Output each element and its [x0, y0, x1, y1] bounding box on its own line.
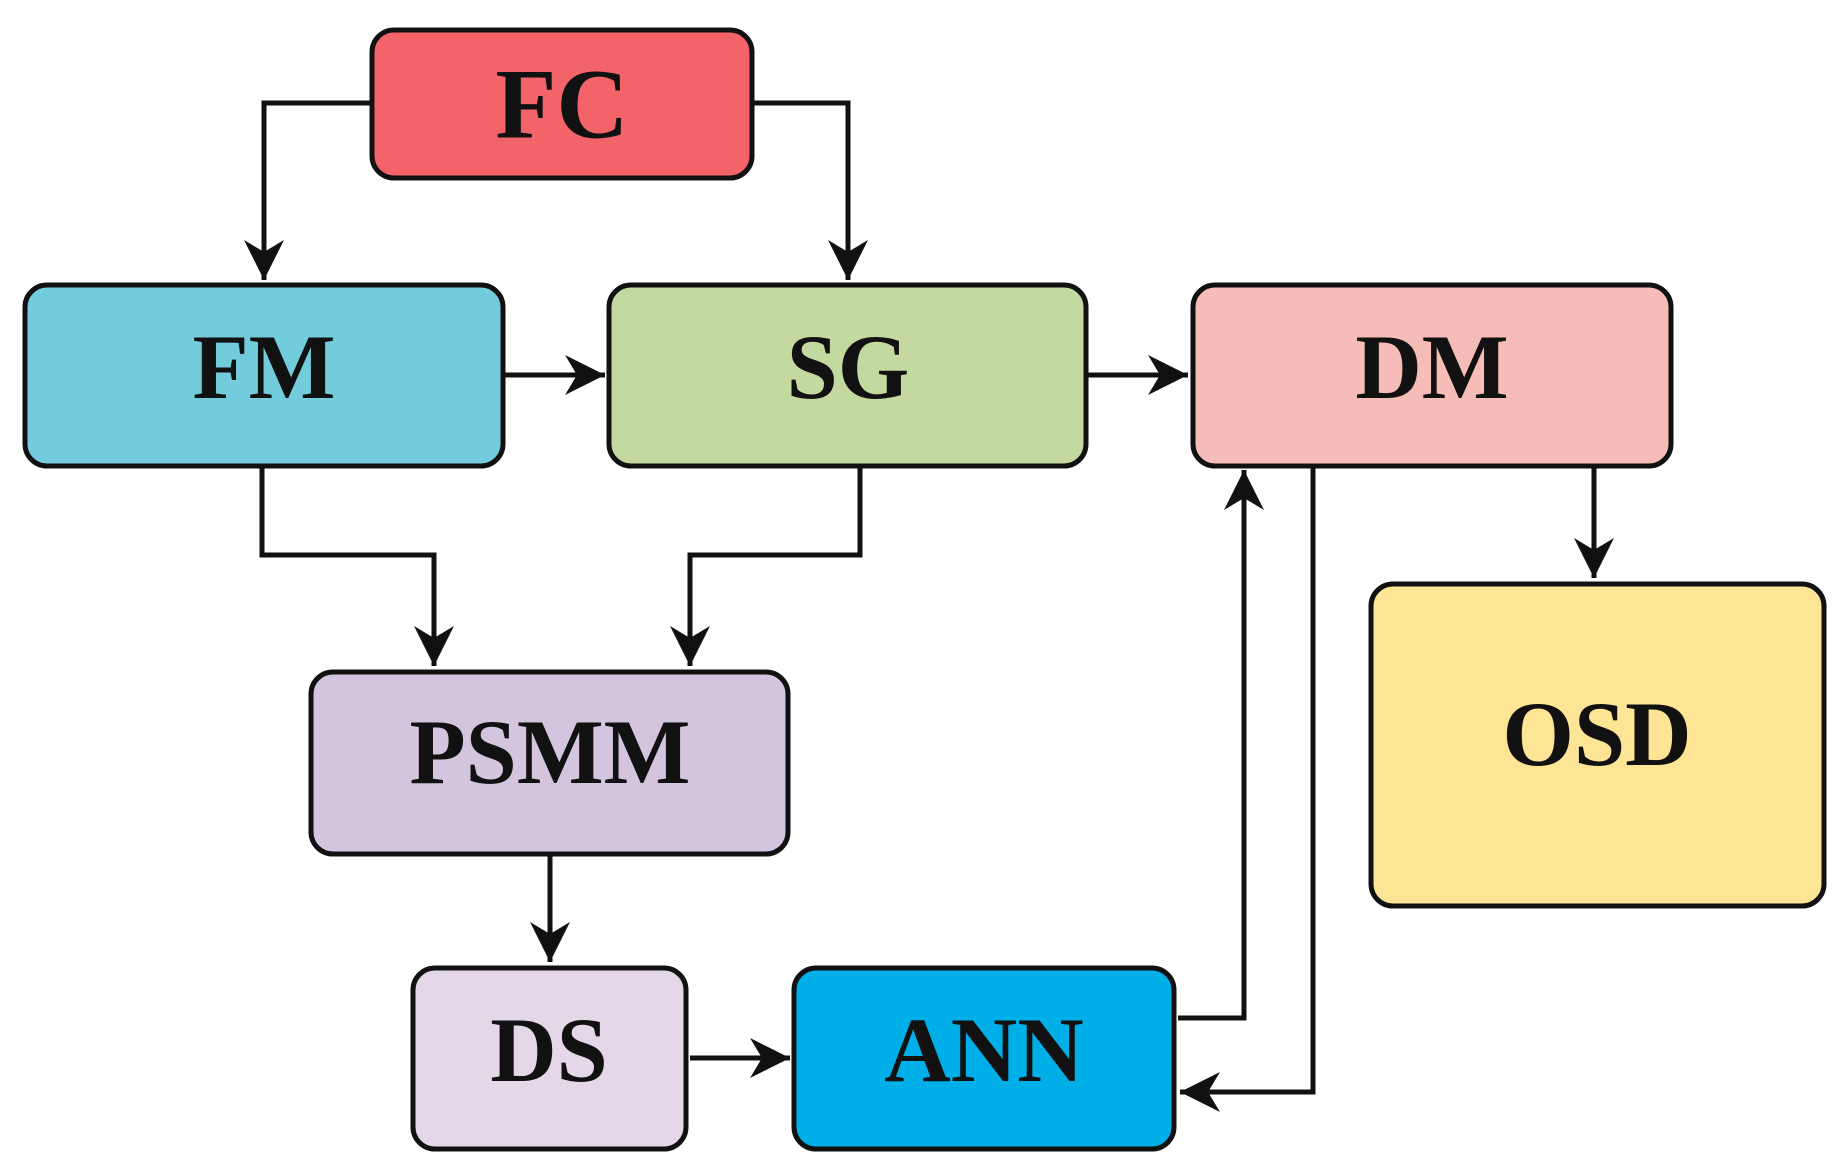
edge-fm-to-psmm — [259, 468, 454, 666]
node-ds: DS — [410, 965, 689, 1152]
node-fm-label: FM — [192, 316, 335, 418]
edge-dm-to-ann — [1180, 468, 1316, 1112]
node-sg-box — [606, 282, 1089, 469]
node-ann-box — [791, 965, 1177, 1152]
node-dm-box — [1190, 282, 1674, 469]
node-ann-label: ANN — [884, 999, 1083, 1101]
edge-fc-to-fm — [244, 100, 372, 280]
nodes-layer: FC FM SG DM OSD PSMM DS ANN — [22, 27, 1827, 1152]
node-osd-box — [1368, 581, 1827, 909]
node-psmm: PSMM — [308, 669, 791, 857]
node-fc-box — [369, 27, 755, 181]
node-psmm-label: PSMM — [409, 701, 690, 803]
edge-fc-to-sg — [752, 100, 868, 280]
node-sg-label: SG — [787, 316, 910, 418]
edges-layer — [244, 100, 1614, 1112]
node-dm: DM — [1190, 282, 1674, 469]
node-ds-box — [410, 965, 689, 1152]
node-sg: SG — [606, 282, 1089, 469]
node-osd-label: OSD — [1502, 683, 1691, 785]
node-fc: FC — [369, 27, 755, 181]
node-psmm-box — [308, 669, 791, 857]
node-fc-label: FC — [495, 49, 628, 160]
edge-sg-to-psmm — [670, 468, 863, 666]
node-ann: ANN — [791, 965, 1177, 1152]
node-fm-box — [22, 282, 506, 469]
edge-ann-to-dm — [1178, 470, 1264, 1021]
node-dm-label: DM — [1355, 316, 1508, 418]
node-fm: FM — [22, 282, 506, 469]
node-ds-label: DS — [490, 999, 608, 1101]
node-osd: OSD — [1368, 581, 1827, 909]
